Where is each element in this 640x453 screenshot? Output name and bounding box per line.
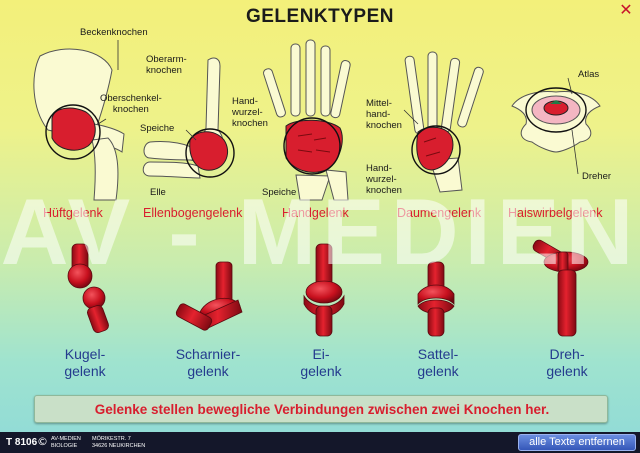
- joint-name-elbow: Ellenbogengelenk: [143, 206, 243, 220]
- label-dreher: Dreher: [582, 171, 612, 182]
- joint-name-neck: Halswirbelgelenk: [508, 206, 603, 220]
- saddle-joint-model: [417, 261, 455, 337]
- label-speiche-arm: Speiche: [140, 123, 175, 134]
- remove-all-texts-button[interactable]: alle Texte entfernen: [518, 434, 636, 451]
- joint-type-hinge: Scharnier-gelenk: [175, 346, 241, 379]
- thumb-illustration: [403, 51, 484, 193]
- label-oberarmknochen: Oberarm-knochen: [146, 54, 187, 76]
- label-mittelhandknochen: Mittel-hand-knochen: [366, 98, 402, 131]
- pivot-joint-model: [532, 239, 589, 337]
- joint-type-pivot: Dreh-gelenk: [546, 346, 588, 379]
- copyright-symbol: ©: [37, 435, 48, 448]
- close-icon[interactable]: ✕: [619, 0, 633, 19]
- hand-illustration: [263, 39, 351, 201]
- ellipsoid-joint-model: [303, 243, 345, 337]
- joint-type-saddle: Sattel-gelenk: [417, 346, 459, 379]
- label-elle: Elle: [150, 187, 166, 198]
- vertebra-illustration: [511, 77, 601, 175]
- label-atlas: Atlas: [578, 69, 600, 80]
- label-beckenknochen: Beckenknochen: [80, 27, 148, 38]
- label-handwurzelknochen-hand: Hand-wurzel-knochen: [232, 96, 268, 129]
- joint-name-wrist: Handgelenk: [282, 206, 349, 220]
- hinge-joint-model: [175, 261, 243, 331]
- joint-name-hip: Hüftgelenk: [43, 206, 103, 220]
- elbow-illustration: [142, 57, 235, 179]
- ball-joint-model: [67, 243, 109, 333]
- page-title: GELENKTYPEN: [245, 6, 395, 27]
- hip-illustration: [33, 40, 125, 201]
- label-oberschenkelknochen: Oberschenkel-knochen: [100, 93, 162, 115]
- statement-box: Gelenke stellen bewegliche Verbindungen …: [34, 395, 608, 423]
- joint-type-ball: Kugel-gelenk: [64, 346, 106, 379]
- statement-text: Gelenke stellen bewegliche Verbindungen …: [94, 402, 550, 417]
- label-handwurzelknochen-daumen: Hand-wurzel-knochen: [366, 163, 402, 196]
- label-speiche-hand: Speiche: [262, 187, 297, 198]
- joint-name-thumb: Daumengelenk: [397, 206, 482, 220]
- joint-type-ellipsoid: Ei-gelenk: [300, 346, 342, 379]
- product-code: T 8106: [6, 437, 38, 448]
